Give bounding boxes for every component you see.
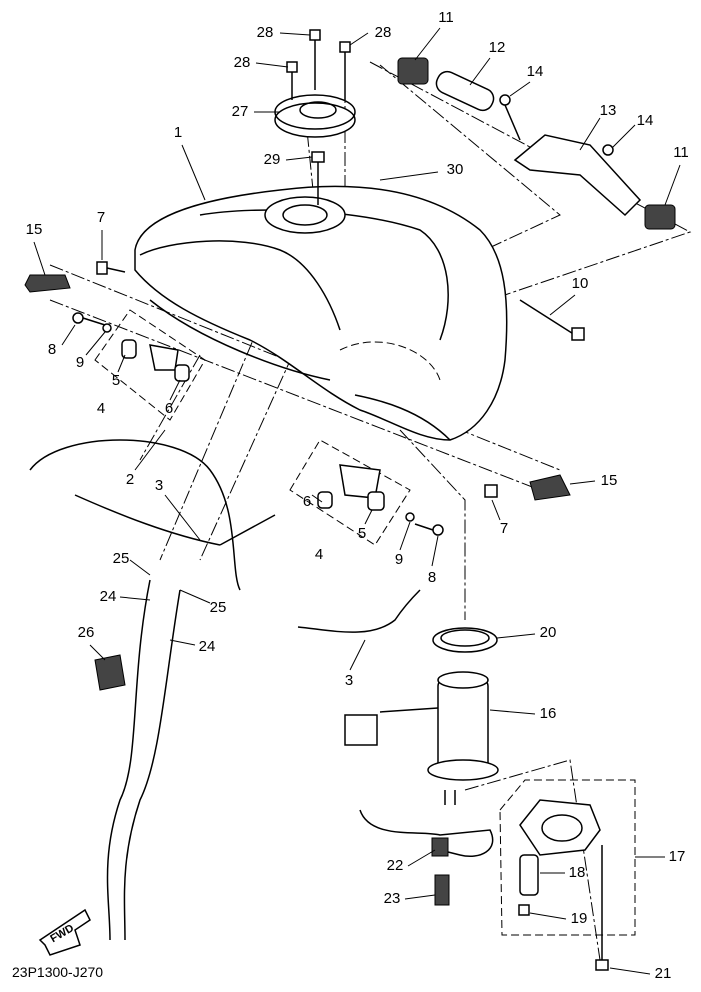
label-19: 19 <box>571 910 588 927</box>
filler-cap <box>274 94 356 138</box>
label-9: 9 <box>76 354 84 371</box>
left-mount-group <box>72 261 206 421</box>
label-24: 24 <box>100 588 117 605</box>
label-16: 16 <box>540 705 557 722</box>
label-1: 1 <box>174 124 182 141</box>
leader-lines <box>33 27 681 975</box>
label-28: 28 <box>257 24 274 41</box>
label-9: 9 <box>395 551 403 568</box>
label-18: 18 <box>569 864 586 881</box>
label-8: 8 <box>428 569 436 586</box>
damper-15-right <box>529 474 571 501</box>
label-24: 24 <box>199 638 216 655</box>
label-8: 8 <box>48 341 56 358</box>
damper-15-left <box>24 274 71 293</box>
bolts <box>286 29 351 205</box>
label-14: 14 <box>637 112 654 129</box>
label-17: 17 <box>669 848 686 865</box>
hoses <box>29 439 421 941</box>
label-25: 25 <box>210 599 227 616</box>
label-6: 6 <box>165 400 173 417</box>
label-5: 5 <box>112 372 120 389</box>
part-number-labels: 28 28 28 27 1 29 30 11 12 14 13 14 11 7 … <box>26 9 689 982</box>
label-2: 2 <box>126 471 134 488</box>
fwd-arrow: FWD <box>38 908 91 956</box>
label-25: 25 <box>113 550 130 567</box>
fuel-pump-assembly <box>344 627 636 971</box>
label-27: 27 <box>232 103 249 120</box>
label-22: 22 <box>387 857 404 874</box>
label-15: 15 <box>601 472 618 489</box>
label-7: 7 <box>500 520 508 537</box>
label-5: 5 <box>358 525 366 542</box>
label-11: 11 <box>438 9 454 26</box>
diagram-code: 23P1300-J270 <box>12 964 103 980</box>
bolt-10 <box>519 299 576 336</box>
label-12: 12 <box>489 39 506 56</box>
label-20: 20 <box>540 624 557 641</box>
label-28: 28 <box>234 54 251 71</box>
right-mount-group <box>289 439 498 546</box>
label-10: 10 <box>572 275 589 292</box>
label-6: 6 <box>303 493 311 510</box>
bolt-10-head <box>571 327 585 341</box>
label-3: 3 <box>155 477 163 494</box>
label-23: 23 <box>384 890 401 907</box>
label-29: 29 <box>264 151 281 168</box>
label-15: 15 <box>26 221 43 238</box>
label-26: 26 <box>78 624 95 641</box>
label-4: 4 <box>315 546 323 563</box>
label-11: 11 <box>673 144 689 161</box>
label-3: 3 <box>345 672 353 689</box>
label-4: 4 <box>97 400 105 417</box>
rear-bracket-parts <box>397 57 676 230</box>
label-13: 13 <box>600 102 617 119</box>
fuel-tank <box>134 185 508 441</box>
label-7: 7 <box>97 209 105 226</box>
label-21: 21 <box>655 965 672 982</box>
label-14: 14 <box>527 63 544 80</box>
label-30: 30 <box>447 161 464 178</box>
label-28: 28 <box>375 24 392 41</box>
